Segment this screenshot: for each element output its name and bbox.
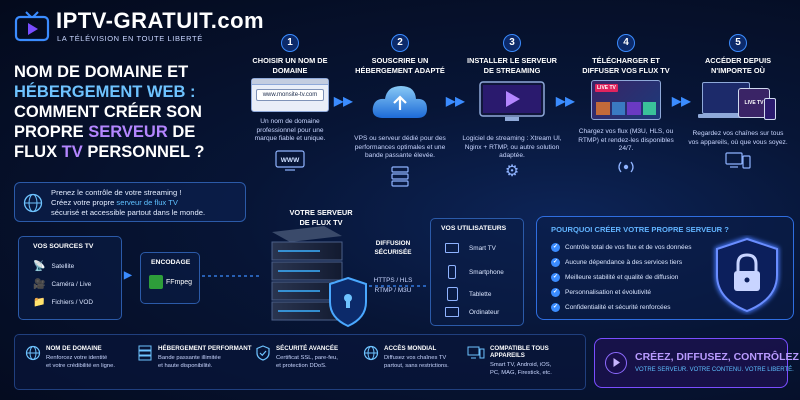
tv-icon — [445, 243, 459, 253]
step-1: 1 CHOISIR UN NOM DE DOMAINE www.monsite-… — [240, 34, 340, 177]
devices-icon — [725, 152, 751, 169]
diffusion-title: DIFFUSION SÉCURISÉE — [374, 240, 412, 256]
step-5: 5 ACCÉDER DEPUIS N'IMPORTE OÙ LIVE TV Re… — [688, 34, 788, 176]
ffmpeg-icon — [149, 275, 163, 289]
source-item: 📁Fichiers / VOD — [33, 297, 93, 308]
encoding-title: ENCODAGE — [151, 259, 191, 266]
users-box: VOS UTILISATEURS Smart TV Smartphone Tab… — [430, 218, 524, 326]
why-title: POURQUOI CRÉER VOTRE PROPRE SERVEUR ? — [551, 225, 729, 234]
step-title: CHOISIR UN NOM DE DOMAINE — [252, 56, 328, 75]
step-3: 3 INSTALLER LE SERVEUR DE STREAMING Logi… — [462, 34, 562, 181]
arrow-icon: ▶▶ — [672, 94, 691, 108]
why-box: POURQUOI CRÉER VOTRE PROPRE SERVEUR ? ✓C… — [536, 216, 794, 320]
intro-box: Prenez le contrôle de votre streaming ! … — [14, 182, 246, 222]
source-item: 🎥Caméra / Live — [33, 279, 92, 290]
tv-logo-icon — [14, 11, 50, 42]
step-title: TÉLÉCHARGER ET DIFFUSER VOS FLUX TV — [582, 56, 670, 75]
devices-illustration: LIVE TV — [698, 80, 778, 124]
smartphone-icon — [448, 265, 456, 279]
satellite-icon: 📡 — [33, 261, 46, 272]
arrow-icon: ▶▶ — [556, 94, 575, 108]
check-icon: ✓ — [551, 303, 560, 312]
devices-icon — [467, 346, 485, 359]
source-item: 📡Satellite — [33, 261, 75, 272]
live-tv-screen: LIVE TV — [591, 80, 661, 120]
brand-tagline: LA TÉLÉVISION EN TOUTE LIBERTÉ — [57, 34, 203, 43]
arrow-icon: ▶ — [124, 270, 132, 281]
arrow-icon: ▶▶ — [446, 94, 465, 108]
step-title: SOUSCRIRE UN HÉBERGEMENT ADAPTÉ — [355, 56, 445, 75]
live-badge: LIVE TV — [595, 84, 618, 92]
broadcast-icon — [618, 161, 634, 173]
browser-window: www.monsite-tv.com — [251, 78, 329, 112]
cta-title: CRÉEZ, DIFFUSEZ, CONTRÔLEZ ! — [635, 351, 800, 363]
user-device-item: Ordinateur — [445, 307, 499, 317]
users-title: VOS UTILISATEURS — [441, 225, 507, 232]
cta-subtitle: VOTRE SERVEUR. VOTRE CONTENU. VOTRE LIBE… — [635, 367, 794, 373]
step-title: INSTALLER LE SERVEUR DE STREAMING — [466, 56, 558, 75]
sources-title: VOS SOURCES TV — [33, 243, 94, 250]
user-device-item: Smart TV — [445, 243, 496, 253]
step-number: 5 — [729, 34, 747, 52]
globe-icon — [25, 345, 41, 361]
why-item: ✓Personnalisation et évolutivité — [551, 288, 651, 297]
file-icon: 📁 — [33, 297, 46, 308]
server-title: VOTRE SERVEUR DE FLUX TV — [289, 208, 353, 227]
url-bar: www.monsite-tv.com — [256, 89, 324, 101]
why-item: ✓Confidentialité et sécurité renforcées — [551, 303, 671, 312]
diffusion-protocols: HTTPS / HLS RTMP / M3U — [373, 277, 413, 294]
computer-icon — [445, 307, 459, 317]
www-icon: WWW — [275, 150, 305, 171]
server-icon — [391, 166, 409, 187]
why-item: ✓Aucune dépendance à des services tiers — [551, 258, 683, 267]
step-number: 4 — [617, 34, 635, 52]
sources-box: VOS SOURCES TV 📡Satellite 🎥Caméra / Live… — [18, 236, 122, 320]
user-device-item: Smartphone — [445, 265, 504, 279]
step-desc: VPS ou serveur dédié pour des performanc… — [354, 135, 446, 160]
check-icon: ✓ — [551, 243, 560, 252]
check-icon: ✓ — [551, 288, 560, 297]
brand-name: IPTV-GRATUIT.com — [56, 8, 265, 33]
globe-icon — [363, 345, 379, 361]
step-number: 1 — [281, 34, 299, 52]
check-icon: ✓ — [551, 258, 560, 267]
step-number: 2 — [391, 34, 409, 52]
check-icon: ✓ — [551, 273, 560, 282]
step-title: ACCÉDER DEPUIS N'IMPORTE OÙ — [704, 56, 772, 75]
shield-icon — [256, 345, 270, 361]
cta-banner[interactable]: CRÉEZ, DIFFUSEZ, CONTRÔLEZ ! VOTRE SERVE… — [594, 338, 800, 388]
monitor-play-icon — [479, 81, 545, 121]
step-number: 3 — [503, 34, 521, 52]
cloud-icon — [372, 86, 427, 118]
camera-icon: 🎥 — [33, 279, 46, 290]
step-2: 2 SOUSCRIRE UN HÉBERGEMENT ADAPTÉ VPS ou… — [350, 34, 450, 192]
why-item: ✓Contrôle total de vos flux et de vos do… — [551, 243, 692, 252]
svg-text:WWW: WWW — [281, 157, 300, 164]
server-icon — [138, 345, 152, 361]
server-rack-illustration — [271, 226, 367, 328]
step-4: 4 TÉLÉCHARGER ET DIFFUSER VOS FLUX TV LI… — [576, 34, 676, 181]
globe-icon — [23, 193, 43, 213]
encoding-box: ENCODAGE FFmpeg — [140, 252, 200, 304]
gear-icon: ⚙ — [504, 162, 520, 180]
play-icon — [605, 352, 627, 374]
step-desc: Un nom de domaine professionnel pour une… — [254, 118, 326, 143]
lock-shield-icon — [715, 236, 779, 314]
user-device-item: Tablette — [445, 287, 491, 301]
page-title: NOM DE DOMAINE ET HÉBERGEMENT WEB : COMM… — [14, 63, 205, 161]
step-desc: Chargez vos flux (M3U, HLS, ou RTMP) et … — [578, 128, 674, 153]
step-desc: Regardez vos chaînes sur tous vos appare… — [688, 130, 788, 146]
step-desc: Logiciel de streaming : Xtream UI, Nginx… — [462, 135, 562, 160]
ffmpeg-logo: FFmpeg — [149, 275, 192, 289]
tablet-icon — [446, 287, 458, 301]
why-item: ✓Meilleure stabilité et qualité de diffu… — [551, 273, 679, 282]
arrow-icon: ▶▶ — [334, 94, 353, 108]
